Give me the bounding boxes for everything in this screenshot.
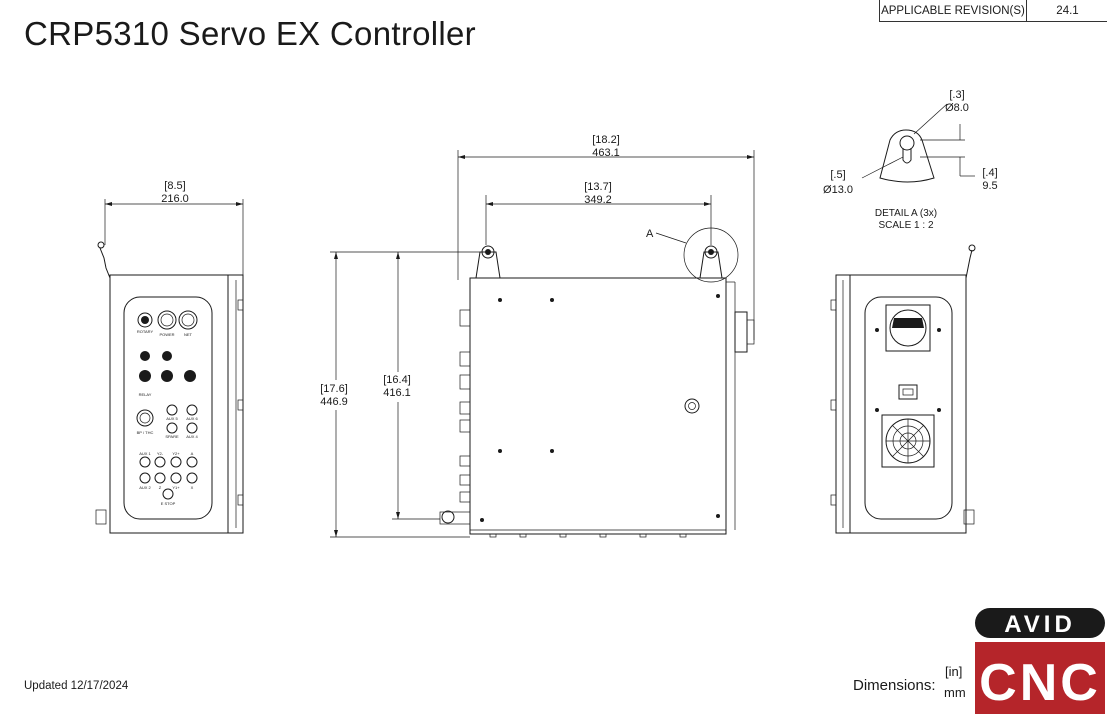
side-inner-height-mm: 416.1 xyxy=(383,387,411,399)
detail-callout-a: A xyxy=(646,228,654,240)
revision-box: APPLICABLE REVISION(S) 24.1 xyxy=(879,0,1107,22)
label-y1-plus: Y1+ xyxy=(172,485,180,490)
logo-bottom: CNC xyxy=(979,654,1101,712)
front-width-in: [8.5] xyxy=(164,180,185,192)
label-rotary: ROTARY xyxy=(137,329,154,334)
label-aux5: AUX 5 xyxy=(166,416,178,421)
label-a: A xyxy=(191,451,194,456)
label-aux6: AUX 6 xyxy=(186,416,198,421)
side-height-in: [17.6] xyxy=(320,383,348,395)
side-inner-width-in: [13.7] xyxy=(584,181,612,193)
label-spare: SPARE xyxy=(165,434,179,439)
label-relay: RELAY xyxy=(139,392,152,397)
detail-d3-in: [.4] xyxy=(982,167,997,179)
front-width-mm: 216.0 xyxy=(161,193,189,205)
unit-inches: [in] xyxy=(945,664,963,679)
unit-millimeters: mm xyxy=(944,685,966,700)
detail-caption-1: DETAIL A (3x) xyxy=(875,208,937,219)
label-bp-thc: BP / THC xyxy=(137,430,154,435)
label-z: Z xyxy=(159,485,162,490)
label-net: NET xyxy=(184,332,193,337)
detail-d2-mm: Ø13.0 xyxy=(823,184,853,196)
label-aux2: AUX 2 xyxy=(139,485,151,490)
label-power: POWER xyxy=(159,332,174,337)
side-view: [18.2] 463.1 [13.7] 349.2 [17.6] 446.9 [… xyxy=(316,134,755,538)
side-width-in: [18.2] xyxy=(592,134,620,146)
revision-value: 24.1 xyxy=(1056,4,1079,17)
detail-d1-in: [.3] xyxy=(949,89,964,101)
label-x: X xyxy=(191,485,194,490)
avid-cnc-logo: AVID CNC xyxy=(975,608,1105,714)
label-aux4: AUX 4 xyxy=(186,434,198,439)
detail-a: [.3] Ø8.0 [.5] Ø13.0 [.4] 9.5 DETAIL A (… xyxy=(823,89,998,231)
side-width-mm: 463.1 xyxy=(592,147,620,159)
logo-top: AVID xyxy=(1004,611,1076,638)
side-height-mm: 446.9 xyxy=(320,396,348,408)
side-inner-width-mm: 349.2 xyxy=(584,194,612,206)
dimensions-label: Dimensions: xyxy=(853,677,936,694)
front-view: [8.5] 216.0 ROTARY POWER NET RELAY xyxy=(95,180,244,534)
detail-d3-mm: 9.5 xyxy=(982,180,997,192)
label-e-stop: E STOP xyxy=(161,501,176,506)
detail-caption-2: SCALE 1 : 2 xyxy=(878,220,933,231)
label-y2-minus: Y2- xyxy=(157,451,164,456)
detail-d2-in: [.5] xyxy=(830,169,845,181)
page-title: CRP5310 Servo EX Controller xyxy=(24,15,476,52)
side-inner-height-in: [16.4] xyxy=(383,374,411,386)
revision-label: APPLICABLE REVISION(S) xyxy=(880,0,1027,21)
detail-d1-mm: Ø8.0 xyxy=(945,102,969,114)
updated-date: Updated 12/17/2024 xyxy=(24,680,129,692)
label-aux1: AUX 1 xyxy=(139,451,151,456)
rear-view xyxy=(830,244,976,534)
label-y2-plus: Y2+ xyxy=(172,451,180,456)
